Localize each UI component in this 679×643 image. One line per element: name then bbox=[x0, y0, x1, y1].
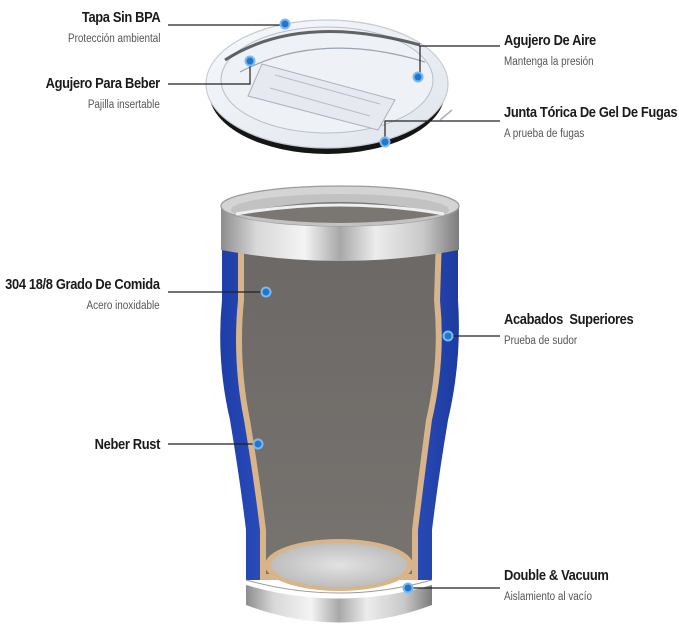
dot-food-grade-steel bbox=[260, 286, 272, 298]
callout-title: Acabados Superiores bbox=[504, 311, 634, 328]
callout-dots bbox=[244, 18, 454, 594]
callout-food-grade-steel: 304 18/8 Grado De Comida Acero inoxidabl… bbox=[0, 276, 160, 314]
callout-title: Junta Tórica De Gel De Fugas bbox=[504, 104, 678, 121]
callout-top-finish: Acabados Superiores Prueba de sudor bbox=[504, 311, 654, 349]
callout-subtitle: A prueba de fugas bbox=[504, 128, 585, 140]
callout-subtitle: Acero inoxidable bbox=[86, 300, 160, 312]
dot-never-rust bbox=[252, 438, 264, 450]
callout-title: 304 18/8 Grado De Comida bbox=[5, 276, 160, 293]
callout-drinking-hole: Agujero Para Beber Pajilla insertable bbox=[27, 75, 161, 113]
callout-never-rust: Neber Rust bbox=[84, 436, 161, 454]
dot-bpa-free-lid bbox=[279, 18, 291, 30]
callout-double-vacuum: Double & Vacuum Aislamiento al vacío bbox=[504, 567, 626, 605]
dot-gel-o-ring bbox=[379, 136, 391, 148]
callout-subtitle: Aislamiento al vacío bbox=[504, 591, 592, 603]
callout-air-hole: Agujero De Aire Mantenga la presión bbox=[504, 32, 611, 70]
callout-lines bbox=[168, 24, 500, 589]
callout-bpa-free-lid: Tapa Sin BPA Protección ambiental bbox=[53, 9, 161, 47]
callout-subtitle: Protección ambiental bbox=[67, 33, 160, 45]
callout-title: Agujero De Aire bbox=[504, 32, 596, 49]
callout-title: Double & Vacuum bbox=[504, 567, 609, 584]
dot-top-finish bbox=[442, 330, 454, 342]
callout-subtitle: Pajilla insertable bbox=[87, 99, 160, 111]
dot-double-vacuum bbox=[402, 582, 414, 594]
lid bbox=[205, 19, 453, 154]
callout-subtitle: Mantenga la presión bbox=[504, 56, 594, 68]
tumbler-body bbox=[220, 185, 460, 623]
callout-title: Tapa Sin BPA bbox=[81, 9, 160, 26]
dot-drinking-hole bbox=[244, 55, 256, 67]
dot-air-hole bbox=[412, 71, 424, 83]
callout-gel-o-ring: Junta Tórica De Gel De Fugas A prueba de… bbox=[504, 104, 679, 142]
callout-title: Neber Rust bbox=[94, 436, 161, 453]
callout-subtitle: Prueba de sudor bbox=[504, 335, 578, 347]
callout-title: Agujero Para Beber bbox=[45, 75, 161, 92]
